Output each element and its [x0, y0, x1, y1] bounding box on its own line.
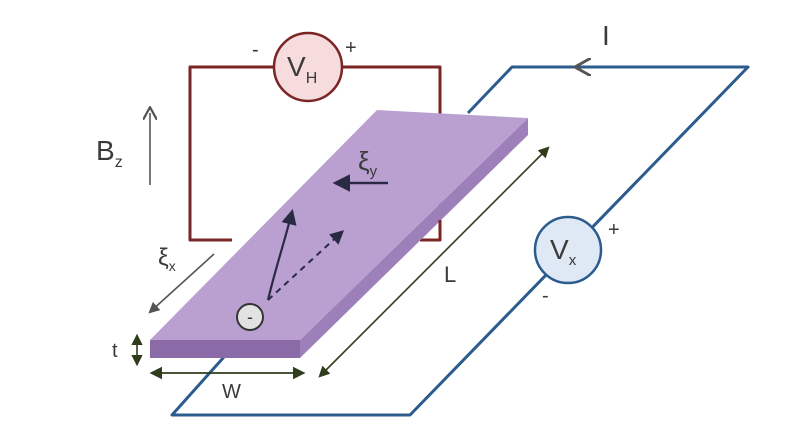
length-label: L: [444, 262, 456, 287]
electron-charge-sign: -: [247, 307, 253, 327]
longitudinal-voltmeter-plus: +: [608, 219, 620, 241]
longitudinal-voltmeter: [533, 215, 603, 285]
thickness-label: t: [112, 340, 118, 362]
hall-voltmeter-minus: -: [252, 39, 259, 61]
electron-charge: [236, 303, 264, 331]
longitudinal-voltmeter-label: Vx: [550, 234, 577, 269]
magnetic-field-label: Bz: [96, 135, 123, 171]
current-label: I: [602, 20, 610, 51]
hall-voltmeter-label: VH: [287, 51, 317, 87]
field-x-arrow: [148, 253, 215, 314]
undeflected-path-arrow: [267, 230, 345, 301]
field-x-label: ξx: [158, 244, 176, 274]
slab-front-face: [150, 340, 300, 358]
longitudinal-voltmeter-minus: -: [542, 285, 549, 307]
length-dimension-arrow: [318, 146, 550, 378]
hall-voltmeter: [272, 31, 344, 103]
deflected-path-arrow: [266, 209, 297, 301]
hall-voltmeter-plus: +: [345, 37, 357, 59]
width-label: W: [222, 381, 241, 403]
